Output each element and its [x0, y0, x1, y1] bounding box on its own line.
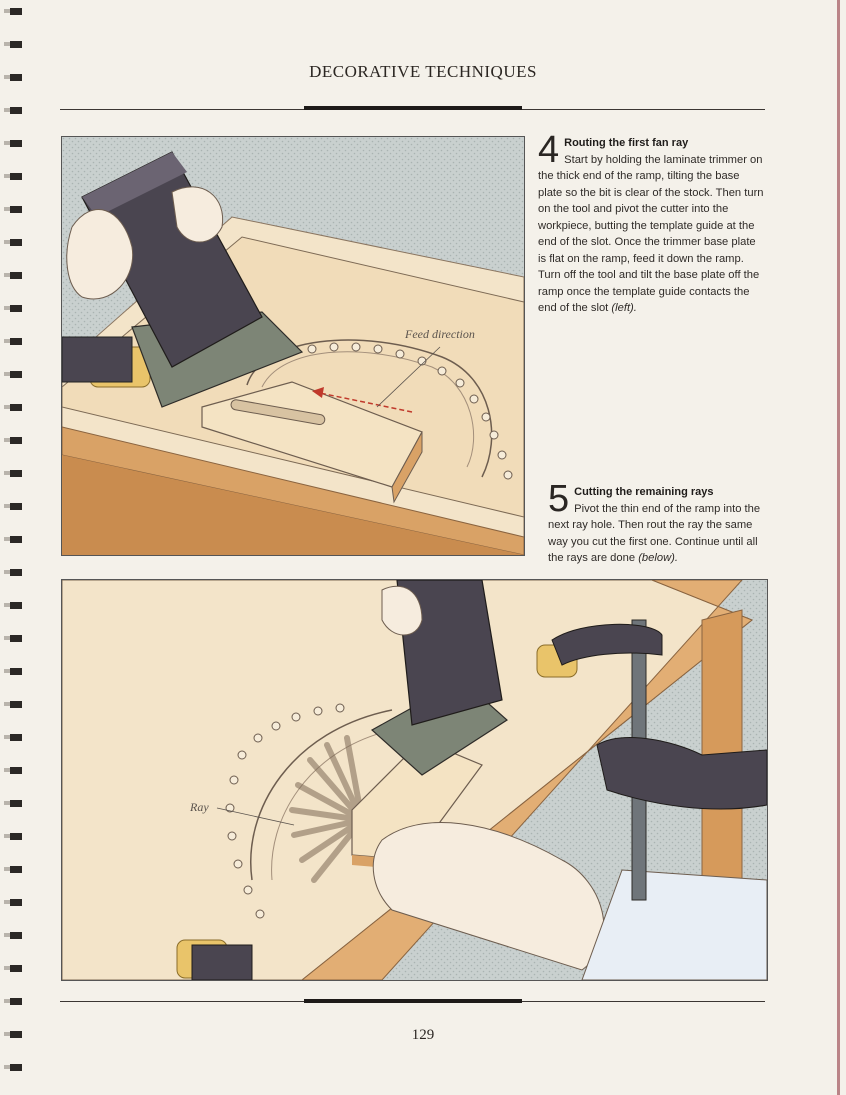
spiral-coil — [10, 998, 22, 1005]
spiral-hole — [4, 636, 10, 640]
spiral-coil — [10, 965, 22, 972]
spiral-coil — [10, 899, 22, 906]
step-5-number: 5 — [548, 478, 570, 520]
spiral-hole — [4, 405, 10, 409]
spiral-coil — [10, 866, 22, 873]
spiral-hole — [4, 9, 10, 13]
spiral-coil — [10, 140, 22, 147]
spiral-hole — [4, 306, 10, 310]
step-4-body: Start by holding the laminate trimmer on… — [538, 153, 764, 315]
spiral-coil — [10, 41, 22, 48]
spiral-hole — [4, 999, 10, 1003]
spiral-hole — [4, 438, 10, 442]
spiral-coil — [10, 74, 22, 81]
spiral-hole — [4, 735, 10, 739]
running-header: DECORATIVE TECHNIQUES — [309, 62, 537, 81]
spiral-hole — [4, 207, 10, 211]
spiral-hole — [4, 900, 10, 904]
spiral-hole — [4, 933, 10, 937]
spiral-coil — [10, 800, 22, 807]
spiral-hole — [4, 702, 10, 706]
spiral-coil — [10, 569, 22, 576]
spiral-coil — [10, 602, 22, 609]
spiral-hole — [4, 75, 10, 79]
step-4: 4 Routing the first fan ray Start by hol… — [538, 129, 766, 317]
spiral-hole — [4, 966, 10, 970]
spiral-coil — [10, 932, 22, 939]
spiral-binding — [4, 8, 22, 1071]
spiral-hole — [4, 42, 10, 46]
spiral-hole — [4, 867, 10, 871]
footer-rule-accent — [304, 999, 522, 1003]
spiral-hole — [4, 768, 10, 772]
spiral-coil — [10, 239, 22, 246]
spiral-coil — [10, 635, 22, 642]
spiral-hole — [4, 669, 10, 673]
figure-routing-first-ray — [61, 136, 525, 556]
spiral-hole — [4, 504, 10, 508]
spiral-coil — [10, 437, 22, 444]
spiral-coil — [10, 338, 22, 345]
step-4-number: 4 — [538, 129, 560, 171]
spiral-hole — [4, 537, 10, 541]
spiral-coil — [10, 8, 22, 15]
spiral-coil — [10, 668, 22, 675]
figure-cutting-remaining-rays — [61, 579, 768, 981]
callout-ray: Ray — [190, 800, 209, 814]
spiral-coil — [10, 536, 22, 543]
spiral-hole — [4, 108, 10, 112]
callout-feed-direction: Feed direction — [405, 327, 475, 341]
spiral-hole — [4, 240, 10, 244]
spiral-hole — [4, 570, 10, 574]
spiral-coil — [10, 701, 22, 708]
spiral-coil — [10, 206, 22, 213]
step-5: 5 Cutting the remaining rays Pivot the t… — [548, 478, 768, 567]
spiral-hole — [4, 339, 10, 343]
spiral-hole — [4, 174, 10, 178]
spiral-coil — [10, 272, 22, 279]
spiral-hole — [4, 801, 10, 805]
spiral-coil — [10, 833, 22, 840]
spiral-coil — [10, 404, 22, 411]
spiral-hole — [4, 471, 10, 475]
page-number: 129 — [411, 1027, 435, 1043]
step-5-body: Pivot the thin end of the ramp into the … — [548, 502, 761, 565]
page-edge-stripe — [837, 0, 840, 1095]
step-5-ref: (below). — [638, 552, 678, 564]
spiral-hole — [4, 273, 10, 277]
spiral-hole — [4, 1032, 10, 1036]
spiral-coil — [10, 1031, 22, 1038]
spiral-coil — [10, 173, 22, 180]
step-5-title: Cutting the remaining rays — [574, 486, 714, 498]
spiral-coil — [10, 767, 22, 774]
spiral-hole — [4, 1065, 10, 1069]
spiral-hole — [4, 372, 10, 376]
spiral-coil — [10, 305, 22, 312]
spiral-coil — [10, 734, 22, 741]
step-4-title: Routing the first fan ray — [564, 137, 689, 149]
spiral-coil — [10, 503, 22, 510]
step-4-ref: (left). — [611, 302, 637, 314]
header-rule-accent — [304, 106, 522, 110]
spiral-coil — [10, 470, 22, 477]
spiral-coil — [10, 371, 22, 378]
spiral-coil — [10, 1064, 22, 1071]
spiral-hole — [4, 834, 10, 838]
spiral-hole — [4, 603, 10, 607]
spiral-coil — [10, 107, 22, 114]
spiral-hole — [4, 141, 10, 145]
